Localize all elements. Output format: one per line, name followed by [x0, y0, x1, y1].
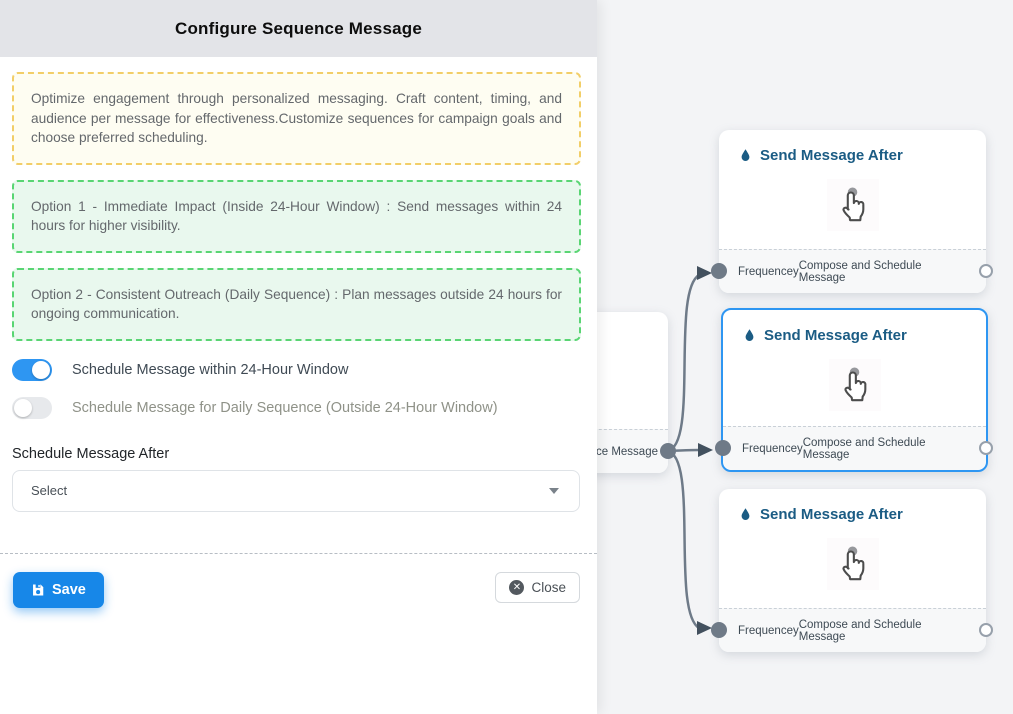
save-icon: [33, 583, 44, 596]
save-button-label: Save: [52, 581, 86, 598]
partial-node-footer-label: ce Message: [595, 445, 658, 458]
handle-label-frequency: Frequencey: [738, 265, 799, 278]
source-handle[interactable]: [979, 264, 993, 278]
tap-cursor-icon[interactable]: [828, 359, 881, 411]
toggle-within-24h-label: Schedule Message within 24-Hour Window: [72, 361, 349, 378]
handle-label-compose: Compose and Schedule Message: [802, 436, 926, 461]
arrowhead-icon: [697, 621, 712, 635]
configure-sequence-panel: Configure Sequence Message Optimize enga…: [0, 0, 597, 714]
option1-note: Option 1 - Immediate Impact (Inside 24-H…: [12, 179, 581, 253]
arrowhead-icon: [697, 266, 712, 280]
chevron-down-icon: [549, 487, 559, 494]
target-handle[interactable]: [711, 622, 727, 638]
close-button[interactable]: ✕ Close: [495, 571, 580, 603]
target-handle[interactable]: [711, 263, 727, 279]
droplet-icon: [745, 329, 754, 342]
handle-label-frequency: Frequencey: [738, 624, 799, 637]
toggle-within-24h[interactable]: [12, 358, 52, 381]
source-handle[interactable]: [979, 441, 993, 455]
source-handle[interactable]: [979, 623, 993, 637]
target-handle[interactable]: [715, 440, 731, 456]
close-button-label: Close: [531, 579, 566, 595]
panel-title: Configure Sequence Message: [174, 18, 423, 38]
schedule-after-select[interactable]: Select: [12, 469, 580, 512]
handle-label-compose: Compose and Schedule Message: [798, 618, 922, 643]
panel-header: Configure Sequence Message: [0, 0, 597, 57]
source-handle[interactable]: [660, 443, 676, 459]
node-title: Send Message After: [760, 147, 903, 164]
arrowhead-icon: [698, 443, 713, 457]
footer-divider: [0, 552, 597, 554]
droplet-icon: [741, 508, 750, 521]
flow-node-send-message-after-1[interactable]: Send Message After Frequencey Compose an…: [711, 130, 993, 293]
toggle-knob: [32, 360, 50, 379]
toggle-knob: [14, 398, 32, 417]
handle-label-compose: Compose and Schedule Message: [798, 259, 922, 284]
toggle-daily-sequence-label: Schedule Message for Daily Sequence (Out…: [72, 399, 498, 416]
handle-label-frequency: Frequencey: [742, 442, 803, 455]
node-title: Send Message After: [760, 506, 903, 523]
flow-node-send-message-after-2[interactable]: Send Message After Frequencey Compose an…: [715, 308, 993, 472]
edge-to-node-1: [666, 273, 700, 453]
option2-note: Option 2 - Consistent Outreach (Daily Se…: [12, 267, 581, 341]
droplet-icon: [741, 149, 750, 162]
flow-node-send-message-after-3[interactable]: Send Message After Frequencey Compose an…: [711, 489, 993, 652]
tap-cursor-icon[interactable]: [826, 538, 879, 590]
schedule-after-label: Schedule Message After: [12, 445, 170, 462]
edge-to-node-3: [666, 449, 700, 630]
select-value: Select: [31, 483, 68, 498]
tap-cursor-icon[interactable]: [826, 179, 879, 231]
save-button[interactable]: Save: [13, 571, 104, 608]
toggle-daily-sequence[interactable]: [12, 396, 52, 419]
info-note: Optimize engagement through personalized…: [12, 72, 581, 165]
node-title: Send Message After: [764, 327, 907, 344]
close-icon: ✕: [509, 579, 525, 595]
